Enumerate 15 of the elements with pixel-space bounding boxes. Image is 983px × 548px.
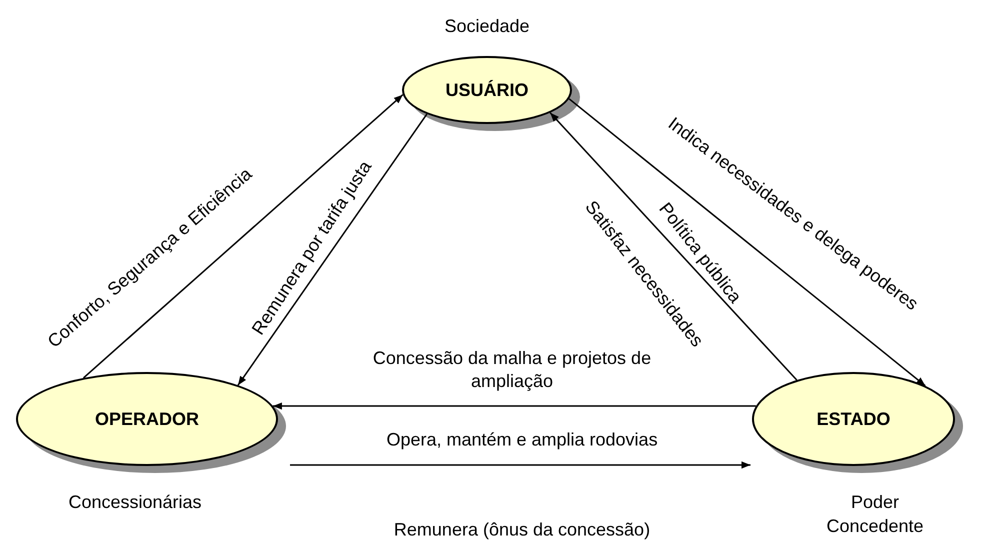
arrow bbox=[568, 98, 926, 386]
arrow bbox=[237, 114, 428, 386]
node-caption: Concessionárias bbox=[67, 491, 203, 514]
annotation-label: Remunera (ônus da concessão) bbox=[392, 518, 652, 542]
node-caption: Poder Concedente bbox=[825, 491, 925, 538]
node-label: USUÁRIO bbox=[445, 78, 528, 102]
node-caption: Sociedade bbox=[443, 15, 531, 38]
arrow bbox=[83, 94, 404, 378]
node-label: OPERADOR bbox=[94, 408, 199, 430]
arrow bbox=[290, 461, 750, 469]
edge-label: Opera, mantém e amplia rodovias bbox=[385, 428, 659, 452]
edge-label: Concessão da malha e projetos de ampliação bbox=[372, 347, 652, 393]
arrow bbox=[550, 112, 798, 381]
node-label: ESTADO bbox=[816, 408, 890, 430]
arrow bbox=[272, 402, 756, 410]
